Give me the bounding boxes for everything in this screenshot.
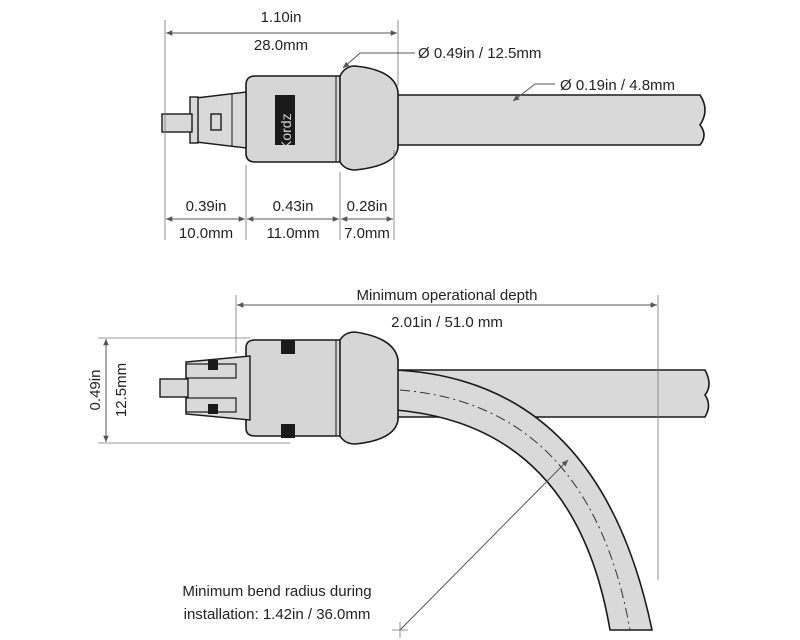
bend-line1: Minimum bend radius during [182,583,371,600]
top-cable-diameter-leader: Ø 0.19in / 4.8mm [512,77,675,102]
seg1-mm: 10.0mm [179,225,233,242]
bottom-height-dimension: 0.49in 12.5mm [87,337,290,444]
bend-line2: installation: 1.42in / 36.0mm [184,606,371,623]
bottom-bent-cable [394,369,653,631]
bottom-view: Minimum operational depth 2.01in / 51.0 … [87,287,710,638]
seg3-in: 0.28in [347,198,388,215]
top-head-diameter: Ø 0.49in / 12.5mm [418,45,541,62]
top-view: Kordz 1.10in 28.0mm Ø 0.49in / 12.5mm [161,9,706,242]
seg2-mm: 11.0mm [266,225,319,242]
bottom-depth-dimension: Minimum operational depth 2.01in / 51.0 … [235,287,659,580]
height-in: 0.49in [87,370,104,411]
seg1-in: 0.39in [186,198,227,215]
depth-label: Minimum operational depth [357,287,538,304]
top-brand-text: Kordz [278,113,294,150]
top-cable [394,94,706,146]
bottom-ferrule [159,355,251,421]
height-mm: 12.5mm [113,363,130,417]
top-cable-diameter: Ø 0.19in / 4.8mm [560,77,675,94]
top-head-diameter-leader: Ø 0.49in / 12.5mm [342,45,541,69]
top-segment-dimensions: 0.39in 10.0mm 0.43in 11.0mm 0.28in 7.0mm [166,150,395,242]
depth-value: 2.01in / 51.0 mm [391,314,503,331]
bottom-bend-radius-leader: Minimum bend radius during installation:… [182,459,569,638]
top-ferrule [161,91,247,149]
top-overall-mm: 28.0mm [254,37,308,54]
top-overall-in: 1.10in [261,9,302,26]
bottom-connector-head [245,331,399,445]
seg2-in: 0.43in [273,198,314,215]
top-connector-head: Kordz [245,65,399,171]
seg3-mm: 7.0mm [344,225,390,242]
